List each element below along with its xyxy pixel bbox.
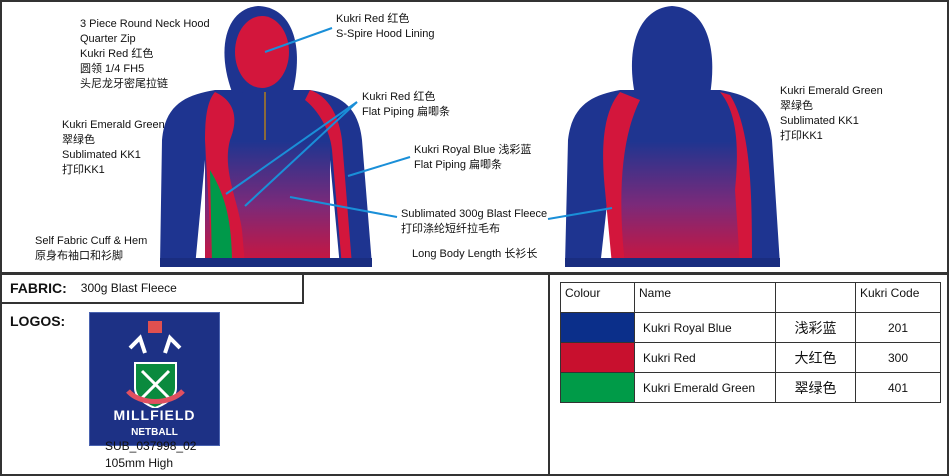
table-row: Kukri Royal Blue 浅彩蓝 201 (560, 312, 941, 343)
annotation-line: 圆领 1/4 FH5 (80, 63, 145, 75)
logos-label: LOGOS: (10, 313, 66, 329)
table-row: Kukri Emerald Green 翠绿色 401 (560, 372, 941, 403)
annotation-line: 3 Piece Round Neck Hood (80, 18, 210, 30)
colour-code: 300 (855, 342, 941, 373)
annotation-line: Flat Piping 扁唧条 (362, 106, 451, 118)
back-green-annotation: Kukri Emerald Green 翠绿色 Sublimated KK1 打… (780, 84, 883, 144)
colour-code: 201 (855, 312, 941, 343)
annotation-line: Quarter Zip (80, 33, 136, 45)
hood-lining-annotation: Kukri Red 红色 S-Spire Hood Lining (336, 12, 434, 42)
annotation-line: 翠绿色 (780, 100, 813, 112)
annotation-line: Sublimated 300g Blast Fleece (401, 208, 548, 220)
annotation-line: Kukri Red 红色 (80, 48, 154, 60)
crest-icon (126, 321, 185, 408)
blue-piping-annotation: Kukri Royal Blue 浅彩蓝 Flat Piping 扁唧条 (414, 143, 531, 173)
fabric-label: FABRIC: (10, 280, 67, 296)
colour-table: Colour Name Kukri Code Kukri Royal Blue … (560, 282, 941, 403)
table-row: Kukri Red 大红色 300 (560, 342, 941, 373)
fabric-box: FABRIC: 300g Blast Fleece (0, 274, 304, 304)
back-hoodie (565, 6, 780, 267)
colour-swatch (560, 372, 635, 403)
annotation-line: 头尼龙牙密尾拉链 (80, 78, 168, 90)
fleece-annotation: Sublimated 300g Blast Fleece 打印涤纶短纤拉毛布 (401, 207, 547, 237)
annotation-line: 打印涤纶短纤拉毛布 (401, 223, 500, 235)
annotation-line: Sublimated KK1 (780, 115, 859, 127)
millfield-netball-logo: MILLFIELD NETBALL (89, 312, 220, 446)
annotation-line: 翠绿色 (62, 134, 95, 146)
annotation-line: S-Spire Hood Lining (336, 28, 435, 40)
annotation-line: Kukri Royal Blue 浅彩蓝 (414, 144, 532, 156)
colour-name: Kukri Emerald Green (634, 372, 776, 403)
colour-swatch (560, 312, 635, 343)
leader-lines (225, 27, 613, 220)
hood-annotation: 3 Piece Round Neck Hood Quarter Zip Kukr… (80, 17, 210, 92)
colour-name: Kukri Red (634, 342, 776, 373)
annotation-line: Sublimated KK1 (62, 149, 141, 161)
red-piping-annotation: Kukri Red 红色 Flat Piping 扁唧条 (362, 90, 450, 120)
annotation-line: Kukri Red 红色 (336, 13, 410, 25)
length-annotation: Long Body Length 长衫长 (412, 248, 538, 260)
front-hoodie (160, 6, 372, 267)
colour-name-cn: 大红色 (775, 342, 856, 373)
annotation-line: Self Fabric Cuff & Hem (35, 235, 148, 247)
colour-code: 401 (855, 372, 941, 403)
logo-caption: SUB_037998_02 105mm High (105, 438, 196, 472)
garment-illustrations (160, 6, 780, 267)
logo-code: SUB_037998_02 (105, 439, 197, 453)
annotation-line: Flat Piping 扁唧条 (414, 159, 503, 171)
logo-text-millfield: MILLFIELD (113, 407, 196, 423)
cuff-annotation: Self Fabric Cuff & Hem 原身布袖口和衫脚 (35, 234, 147, 264)
colour-name: Kukri Royal Blue (634, 312, 776, 343)
header-code: Kukri Code (855, 282, 941, 313)
annotation-line: 原身布袖口和衫脚 (35, 250, 123, 262)
annotation-line: Kukri Emerald Green (62, 119, 165, 131)
logo-text-netball: NETBALL (131, 427, 178, 438)
annotation-line: Kukri Red 红色 (362, 91, 436, 103)
front-green-annotation: Kukri Emerald Green 翠绿色 Sublimated KK1 打… (62, 118, 165, 178)
table-header-row: Colour Name Kukri Code (560, 282, 941, 313)
header-colour: Colour (560, 282, 635, 313)
fabric-value: 300g Blast Fleece (80, 281, 177, 295)
annotation-line: Kukri Emerald Green (780, 85, 883, 97)
header-name: Name (634, 282, 776, 313)
colour-name-cn: 浅彩蓝 (775, 312, 856, 343)
annotation-line: 打印KK1 (780, 130, 823, 142)
logo-size: 105mm High (105, 456, 174, 470)
header-chinese (775, 282, 856, 313)
annotation-line: 打印KK1 (62, 164, 105, 176)
section-divider (0, 272, 949, 275)
column-divider (548, 274, 550, 474)
colour-name-cn: 翠绿色 (775, 372, 856, 403)
colour-swatch (560, 342, 635, 373)
